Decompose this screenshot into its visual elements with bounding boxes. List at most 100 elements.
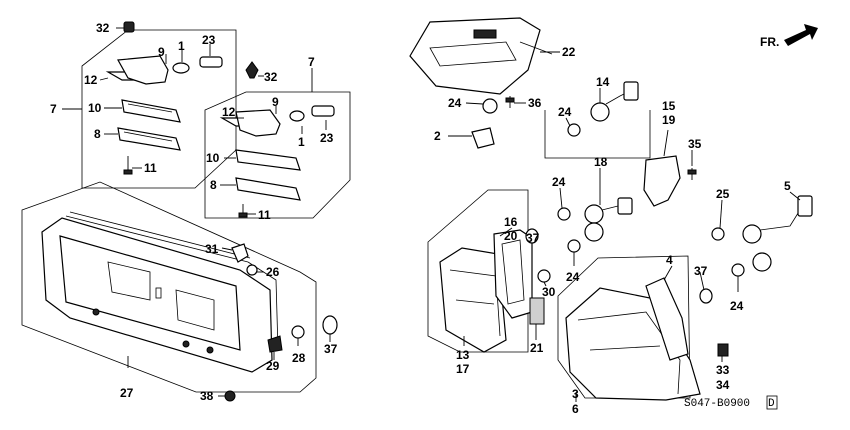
callout-24: 24 xyxy=(558,105,572,119)
nut-part xyxy=(322,315,338,335)
direction-label: FR. xyxy=(760,35,779,49)
socket-part xyxy=(590,102,610,122)
callout-3: 3 xyxy=(572,387,579,401)
grommet-part xyxy=(291,325,305,339)
license-light-assembly-lower xyxy=(204,91,351,219)
callout-15: 15 xyxy=(662,99,676,113)
callout-2: 2 xyxy=(434,129,441,143)
callout-numbers: 32 9 1 23 12 7 10 8 11 32 7 12 9 1 23 10… xyxy=(50,21,791,416)
callout-23: 23 xyxy=(320,131,334,145)
lens-part xyxy=(235,149,301,171)
callout-38: 38 xyxy=(200,389,214,403)
callout-9: 9 xyxy=(158,45,165,59)
socket-harness-14 xyxy=(544,81,651,159)
lens-part xyxy=(121,99,181,123)
gasket-part xyxy=(117,127,181,151)
bulb-part xyxy=(289,110,305,122)
callout-32: 32 xyxy=(264,70,278,84)
screw-part xyxy=(238,212,248,218)
callout-9: 9 xyxy=(272,95,279,109)
callout-7: 7 xyxy=(50,102,57,116)
socket-harness-18 xyxy=(584,197,633,242)
callout-13: 13 xyxy=(456,348,470,362)
diagram-code-suffix: D xyxy=(768,398,775,410)
license-light-assembly-upper xyxy=(81,29,237,189)
callout-11: 11 xyxy=(144,161,157,175)
inner-tail-light xyxy=(427,189,545,353)
callout-11: 11 xyxy=(258,208,271,222)
grommet-part xyxy=(537,269,551,283)
seal-part xyxy=(529,297,545,325)
callout-21: 21 xyxy=(530,341,544,355)
callout-12: 12 xyxy=(222,105,236,119)
plug-part xyxy=(231,243,249,263)
callout-28: 28 xyxy=(292,351,306,365)
callout-10: 10 xyxy=(88,101,102,115)
callout-37: 37 xyxy=(694,264,708,278)
callout-1: 1 xyxy=(178,39,185,53)
callout-24: 24 xyxy=(552,175,566,189)
socket-harness-5 xyxy=(711,195,813,277)
gasket-part xyxy=(235,177,301,201)
stop-light-housing xyxy=(409,17,541,95)
callout-19: 19 xyxy=(662,113,676,127)
plug-part xyxy=(267,335,283,353)
clip-part xyxy=(245,61,259,79)
socket-part xyxy=(471,127,495,149)
callout-5: 5 xyxy=(784,179,791,193)
clip-part xyxy=(123,21,135,33)
high-mount-stop-light xyxy=(409,17,553,95)
callout-29: 29 xyxy=(266,359,280,373)
callout-30: 30 xyxy=(542,285,556,299)
bulb-part xyxy=(172,62,190,74)
callout-8: 8 xyxy=(94,127,101,141)
bracket-part xyxy=(643,155,681,207)
nut-part xyxy=(699,288,713,304)
callout-32: 32 xyxy=(96,21,110,35)
callout-10: 10 xyxy=(206,151,220,165)
bulb-part xyxy=(711,227,725,241)
callout-20: 20 xyxy=(504,229,518,243)
socket-part xyxy=(742,224,762,244)
license-garnish-assembly xyxy=(21,181,317,393)
bolt-part xyxy=(717,343,729,357)
bulb-part xyxy=(482,98,498,114)
inner-lens xyxy=(439,247,507,353)
callout-12: 12 xyxy=(84,73,98,87)
callout-25: 25 xyxy=(716,187,730,201)
callout-35: 35 xyxy=(688,137,702,151)
callout-7: 7 xyxy=(308,55,315,69)
screw-part xyxy=(123,169,133,175)
front-arrow-icon xyxy=(784,24,818,46)
bulb-part xyxy=(731,263,745,277)
callout-17: 17 xyxy=(456,362,470,376)
socket-part xyxy=(235,109,281,137)
leader-lines xyxy=(62,27,801,402)
outer-tail-light xyxy=(557,255,701,401)
socket-part xyxy=(584,222,604,242)
bulb-part xyxy=(567,123,581,137)
callout-27: 27 xyxy=(120,386,134,400)
front-direction-indicator: FR. xyxy=(760,24,818,49)
callout-1: 1 xyxy=(298,135,305,149)
callout-34: 34 xyxy=(716,378,730,392)
callout-26: 26 xyxy=(266,265,280,279)
connector-part xyxy=(617,197,633,215)
socket-part xyxy=(752,252,772,272)
socket-connector-part xyxy=(199,56,223,68)
bulb-part xyxy=(567,239,581,253)
nut-part xyxy=(246,264,258,276)
diagram-code: S047-B0900 xyxy=(684,398,750,410)
bolt-part xyxy=(224,390,236,402)
socket-part xyxy=(584,204,604,224)
callout-8: 8 xyxy=(210,178,217,192)
callout-37: 37 xyxy=(526,231,540,245)
callout-23: 23 xyxy=(202,33,216,47)
nut-part xyxy=(525,228,539,244)
callout-6: 6 xyxy=(572,402,579,416)
outer-gasket xyxy=(645,277,689,361)
callout-37: 37 xyxy=(324,342,338,356)
callout-24: 24 xyxy=(566,270,580,284)
connector-part xyxy=(797,195,813,217)
